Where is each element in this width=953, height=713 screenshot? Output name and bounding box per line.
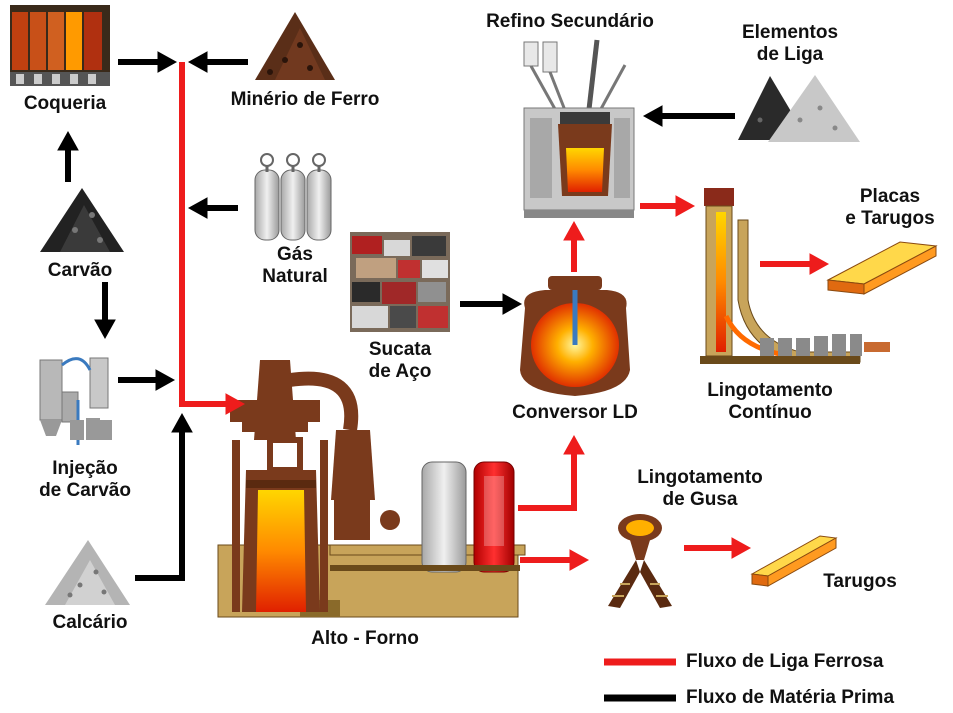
label-continuous-casting-line1: Lingotamento [707, 380, 833, 401]
coke-oven-icon [10, 5, 110, 86]
label-steel-scrap-line2: de Aço [368, 361, 432, 382]
legend-raw-label: Fluxo de Matéria Prima [686, 687, 895, 708]
label-coal-injection: Injeção de Carvão [10, 458, 160, 502]
pig-iron-casting-icon [608, 514, 672, 608]
label-billets: Tarugos [823, 571, 897, 592]
label-alloy-elements-line1: Elementos [741, 22, 839, 43]
raw-material-arrows [57, 51, 735, 581]
limestone-pile-icon [45, 540, 130, 605]
slab-billet-product-icon [826, 241, 938, 295]
label-coqueria: Coqueria [23, 93, 107, 114]
label-coal-injection-line2: de Carvão [39, 480, 131, 501]
label-alloy-elements-line2: de Liga [756, 44, 824, 65]
label-blast-furnace: Alto - Forno [311, 628, 419, 649]
billet-product-icon [750, 535, 838, 587]
iron-ore-pile-icon [255, 12, 335, 80]
label-ld-converter: Conversor LD [512, 402, 638, 423]
secondary-refining-ladle-icon [523, 39, 635, 218]
steel-scrap-image [350, 232, 450, 332]
label-slabs-billets: Placas e Tarugos [830, 186, 950, 230]
label-limestone: Calcário [52, 612, 128, 633]
label-alloy-elements: Elementos de Liga [725, 22, 855, 66]
label-secondary-refining: Refino Secundário [486, 11, 654, 32]
label-coal-injection-line1: Injeção [52, 458, 118, 479]
label-pig-iron-casting-line2: de Gusa [662, 489, 738, 510]
label-coal: Carvão [47, 260, 113, 281]
label-natural-gas-line2: Natural [262, 266, 328, 287]
blast-furnace-icon [217, 360, 526, 618]
continuous-casting-machine-icon [700, 188, 890, 364]
legend [604, 658, 676, 702]
label-slabs-billets-line2: e Tarugos [845, 208, 935, 229]
label-pig-iron-casting: Lingotamento de Gusa [625, 467, 775, 511]
label-iron-ore: Minério de Ferro [230, 89, 380, 110]
legend-ferrous-label: Fluxo de Liga Ferrosa [686, 651, 884, 672]
label-continuous-casting-line2: Contínuo [728, 402, 812, 423]
coal-injection-equipment-icon [39, 357, 112, 445]
ld-converter-icon [520, 276, 630, 396]
label-natural-gas-line1: Gás [277, 244, 313, 265]
label-steel-scrap-line1: Sucata [368, 339, 432, 360]
alloy-elements-pile-icon [738, 75, 860, 142]
coal-pile-icon [40, 188, 124, 252]
label-pig-iron-casting-line1: Lingotamento [637, 467, 763, 488]
label-slabs-billets-line1: Placas [859, 186, 921, 207]
natural-gas-cylinders-icon [254, 153, 332, 241]
label-continuous-casting: Lingotamento Contínuo [695, 380, 845, 424]
label-natural-gas: Gás Natural [250, 244, 340, 288]
label-steel-scrap: Sucata de Aço [345, 339, 455, 383]
ferrous-flow-arrows [179, 62, 830, 571]
